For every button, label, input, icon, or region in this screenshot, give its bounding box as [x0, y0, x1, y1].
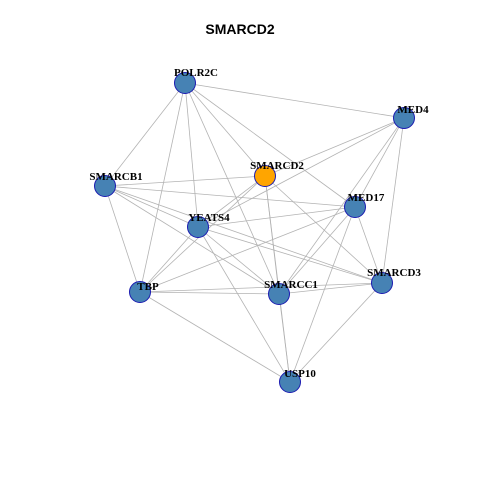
edge-smarcd3-smarcc1: [278, 282, 383, 295]
edge-smarcc1-usp10: [278, 293, 291, 383]
edge-yeats4-smarcd3: [197, 226, 383, 284]
edge-smarcd3-usp10: [289, 282, 383, 383]
node-label-tbp: TBP: [137, 281, 159, 293]
edge-polr2c-tbp: [139, 82, 186, 293]
edge-med4-med17: [354, 117, 405, 208]
node-med4[interactable]: [393, 107, 415, 129]
edge-smarcb1-yeats4: [104, 185, 199, 228]
node-label-smarcd2: SMARCD2: [250, 160, 304, 172]
edge-smarcb1-med17: [104, 185, 356, 208]
node-smarcd3[interactable]: [371, 272, 393, 294]
edge-yeats4-usp10: [197, 226, 291, 383]
node-yeats4[interactable]: [187, 216, 209, 238]
node-tbp[interactable]: [129, 281, 151, 303]
labels-layer: POLR2C MED4SMARCD2SMARCB1MED17YEATS4SMARC…: [89, 67, 429, 380]
edge-tbp-smarcc1: [139, 291, 280, 295]
edge-smarcd2-yeats4: [197, 175, 266, 228]
node-label-yeats4: YEATS4: [188, 212, 230, 224]
edge-smarcb1-tbp: [104, 185, 141, 293]
edges-layer: [104, 82, 405, 383]
edge-med17-smarcd3: [354, 206, 383, 284]
edge-yeats4-tbp: [139, 226, 199, 293]
edge-smarcd2-smarcd3: [264, 175, 383, 284]
edge-polr2c-smarcd2: [184, 82, 266, 177]
edge-med4-smarcd3: [381, 117, 405, 284]
node-med17[interactable]: [344, 196, 366, 218]
node-label-smarcd3: SMARCD3: [367, 267, 421, 279]
edge-yeats4-smarcc1: [197, 226, 280, 295]
edge-med17-yeats4: [197, 206, 356, 228]
edge-smarcb1-smarcc1: [104, 185, 280, 295]
edge-smarcd2-smarcb1: [104, 175, 266, 187]
edge-polr2c-smarcb1: [104, 82, 186, 187]
node-label-usp10: USP10: [284, 368, 316, 380]
edge-med4-yeats4: [197, 117, 405, 228]
edge-smarcb1-smarcd3: [104, 185, 383, 284]
node-smarcb1[interactable]: [94, 175, 116, 197]
node-label-smarcb1: SMARCB1: [89, 171, 142, 183]
edge-polr2c-med4: [184, 82, 405, 119]
edge-smarcd3-tbp: [139, 282, 383, 293]
edge-polr2c-yeats4: [184, 82, 199, 228]
edge-polr2c-smarcc1: [184, 82, 280, 295]
node-polr2c[interactable]: [174, 72, 196, 94]
node-label-smarcc1: SMARCC1: [264, 279, 318, 291]
edge-med17-tbp: [139, 206, 356, 293]
node-label-med4: MED4: [397, 104, 429, 116]
edge-med17-smarcc1: [278, 206, 356, 295]
node-usp10[interactable]: [279, 371, 301, 393]
node-label-med17: MED17: [348, 192, 385, 204]
graph-title: SMARCD2: [205, 21, 275, 37]
node-smarcd2[interactable]: [254, 165, 276, 187]
edge-polr2c-med17: [184, 82, 356, 208]
node-smarcc1[interactable]: [268, 283, 290, 305]
edge-tbp-usp10: [139, 291, 291, 383]
edge-med4-smarcd2: [264, 117, 405, 177]
node-label-polr2c: POLR2C: [174, 67, 218, 79]
edge-med17-usp10: [289, 206, 356, 383]
nodes-layer: [94, 72, 415, 393]
